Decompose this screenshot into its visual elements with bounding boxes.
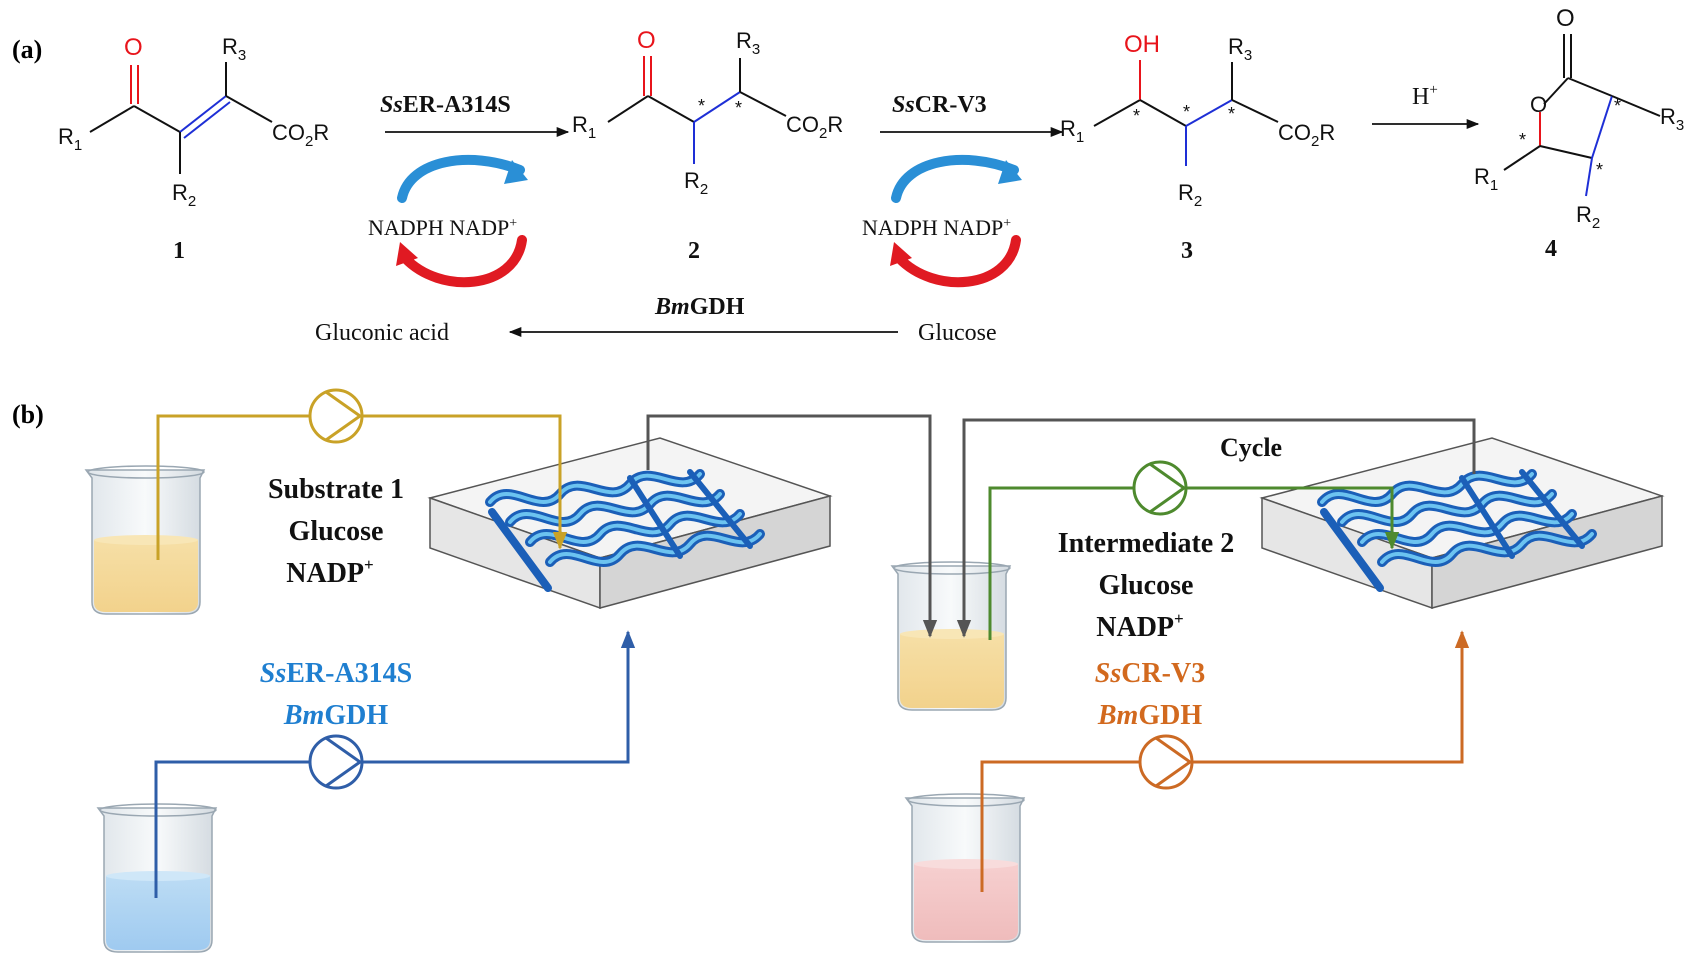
svg-text:Glucose: Glucose (1099, 570, 1194, 601)
compound-4-r2: R2 (1576, 202, 1600, 232)
cofactor-cycle-1: NADPH NADP+ (368, 155, 528, 288)
step-1-arrow: SsER-A314S (380, 92, 570, 138)
compound-1-r1: R1 (58, 124, 82, 154)
compound-4-r3: R3 (1660, 104, 1684, 134)
regeneration-enzyme: BmGDH (654, 294, 745, 320)
pump-enzyme-1 (308, 734, 364, 790)
compound-1-oxygen: O (124, 34, 143, 61)
compound-3-ester: CO2R (1278, 120, 1335, 150)
cycle-line (956, 418, 1476, 638)
cycle-label: Cycle (1220, 433, 1282, 462)
beaker-substrate (85, 465, 205, 615)
svg-text:SsER-A314S: SsER-A314S (260, 658, 412, 689)
cofactor-2-label: NADPH NADP+ (862, 215, 1011, 240)
microreactor-1 (430, 438, 830, 608)
compound-1-number: 1 (173, 238, 185, 264)
compound-3-r1: R1 (1060, 116, 1084, 146)
compound-4: O O R3 R1 R2 * * * 4 (1474, 5, 1684, 262)
compound-1-r2: R2 (172, 180, 196, 210)
svg-text:BmGDH: BmGDH (1097, 700, 1202, 731)
compound-3-r2: R2 (1178, 180, 1202, 210)
pump-intermediate (1132, 460, 1188, 516)
enzyme-feed-line-1 (154, 630, 636, 898)
compound-3-number: 3 (1181, 238, 1193, 264)
compound-2-stereocenter-b: * (735, 98, 742, 118)
compound-1-ester: CO2R (272, 120, 329, 150)
enzyme-feed-1-label: SsER-A314S BmGDH (260, 658, 412, 731)
compound-2-ester: CO2R (786, 112, 843, 142)
intermediate-feed-line (988, 486, 1400, 640)
compound-2-r2: R2 (684, 168, 708, 198)
compound-3-stereocenter-c: * (1228, 104, 1235, 124)
compound-2-oxygen: O (637, 27, 656, 54)
compound-4-carbonyl-oxygen: O (1556, 5, 1575, 32)
compound-4-stereocenter-b: * (1596, 160, 1603, 180)
compound-2-stereocenter-a: * (698, 96, 705, 116)
beaker-intermediate (891, 561, 1011, 711)
compound-4-stereocenter-a: * (1519, 130, 1526, 150)
step-3-arrow: H+ (1372, 82, 1480, 130)
compound-4-ring-oxygen: O (1530, 92, 1547, 117)
step-2-arrow: SsCR-V3 (880, 92, 1064, 138)
compound-4-r1: R1 (1474, 164, 1498, 194)
compound-2-r3: R3 (736, 28, 760, 58)
enzyme-feed-2-label: SsCR-V3 BmGDH (1095, 658, 1205, 731)
reactor-1-outlet-line (646, 414, 938, 638)
step-3-acid: H+ (1412, 82, 1438, 110)
compound-3-stereocenter-a: * (1133, 106, 1140, 126)
compound-3-stereocenter-b: * (1183, 102, 1190, 122)
microreactor-2 (1262, 438, 1662, 608)
svg-text:BmGDH: BmGDH (283, 700, 388, 731)
compound-2-r1: R1 (572, 112, 596, 142)
panel-label-a: (a) (12, 35, 42, 64)
svg-text:NADP+: NADP+ (286, 555, 373, 589)
pump-enzyme-2 (1138, 734, 1194, 790)
beaker-enzyme-1 (97, 803, 217, 953)
step-2-enzyme: SsCR-V3 (892, 92, 987, 118)
enzyme-feed-line-2 (980, 630, 1470, 892)
compound-3-r3: R3 (1228, 34, 1252, 64)
svg-text:Intermediate 2: Intermediate 2 (1058, 528, 1235, 559)
compound-3-hydroxyl: OH (1124, 31, 1160, 58)
substrate-feed-line (156, 414, 568, 560)
compound-3: OH R3 R1 CO2R R2 * * * 3 (1060, 31, 1335, 264)
compound-1: O R3 R1 CO2R R2 1 (58, 34, 329, 264)
cofactor-cycle-2: NADPH NADP+ (862, 155, 1022, 288)
step-1-enzyme: SsER-A314S (380, 92, 511, 118)
panel-label-b: (b) (12, 400, 44, 429)
svg-text:NADP+: NADP+ (1096, 609, 1183, 643)
svg-text:SsCR-V3: SsCR-V3 (1095, 658, 1205, 689)
beaker-enzyme-2 (905, 793, 1025, 943)
regeneration-product: Gluconic acid (315, 320, 449, 346)
regeneration-arrow: BmGDH Gluconic acid Glucose (315, 294, 997, 346)
compound-4-number: 4 (1545, 236, 1557, 262)
compound-2: O R3 R1 CO2R R2 * * 2 (572, 27, 843, 264)
feed-2-label: Intermediate 2 Glucose NADP+ (1058, 528, 1235, 643)
pump-substrate (308, 388, 364, 444)
svg-text:Glucose: Glucose (289, 516, 384, 547)
feed-1-label: Substrate 1 Glucose NADP+ (268, 474, 404, 589)
compound-2-number: 2 (688, 238, 700, 264)
compound-1-r3: R3 (222, 34, 246, 64)
cofactor-1-label: NADPH NADP+ (368, 215, 517, 240)
compound-4-stereocenter-c: * (1614, 96, 1621, 116)
svg-text:Substrate 1: Substrate 1 (268, 474, 404, 505)
regeneration-substrate: Glucose (918, 320, 997, 346)
